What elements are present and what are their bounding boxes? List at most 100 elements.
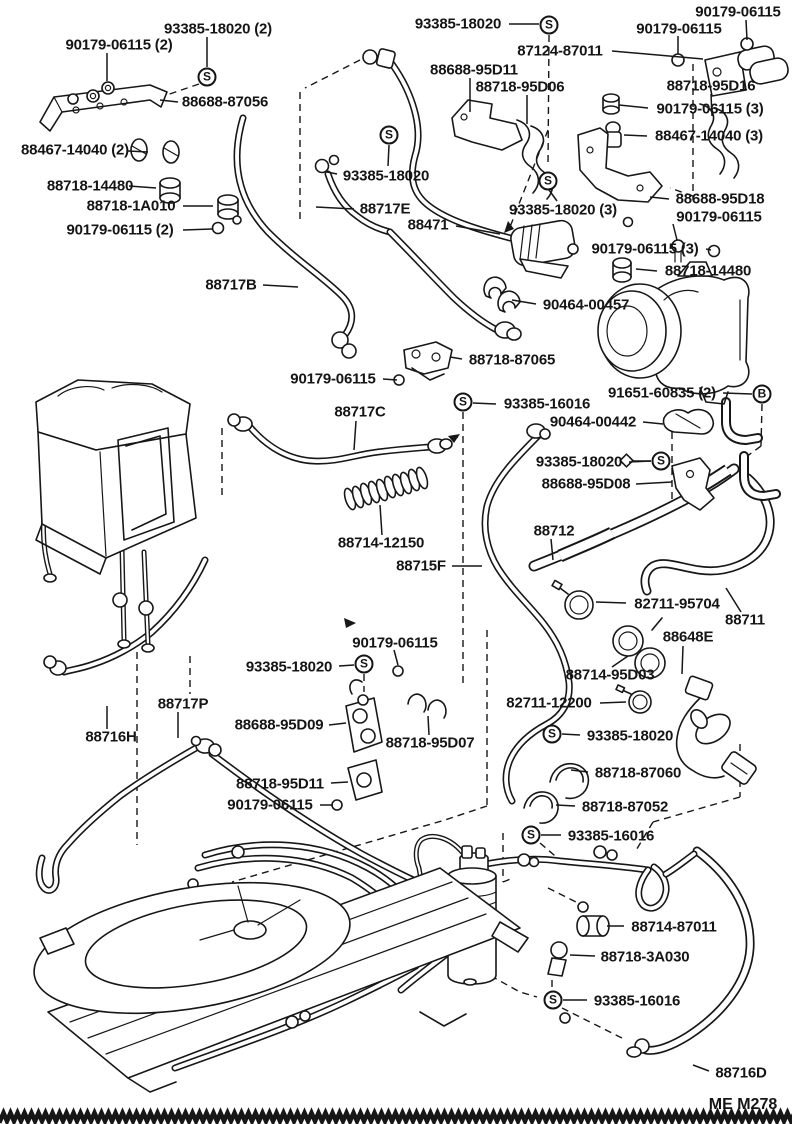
part-number-label: 88688-95D08 <box>541 475 631 493</box>
part-number-label: 88467-14040 (3) <box>655 127 763 145</box>
part-number-label: 88718-95D16 <box>666 77 756 95</box>
leader-line <box>611 50 704 60</box>
part-number-label: 90179-06115 <box>676 208 762 226</box>
pipe-88717c-fittings <box>227 413 453 454</box>
part-number-label: 93385-18020 <box>586 727 674 745</box>
leader-line <box>595 601 627 604</box>
leader-line <box>642 421 664 425</box>
part-number-label: 88714-87011 <box>631 918 717 936</box>
hose-clamp-95704 <box>551 579 594 620</box>
leader-line <box>182 228 213 231</box>
part-number-label: 90179-06115 <box>695 3 781 21</box>
part-number-label: 88718-87060 <box>594 764 682 782</box>
part-number-label: 90179-06115 <box>227 796 313 814</box>
part-number-label: 88717E <box>359 200 411 218</box>
diagram-code: ME M278 <box>708 1096 778 1113</box>
pointer-arrows <box>344 221 514 628</box>
filter-canister-88471 <box>510 219 579 279</box>
part-number-label: 88717P <box>157 695 209 713</box>
part-number-label: 90179-06115 <box>290 370 376 388</box>
part-number-label: 88718-1A010 <box>86 197 176 215</box>
part-number-label: 88718-14480 <box>46 177 134 195</box>
part-number-label: 88648E <box>662 628 714 646</box>
leader-line <box>550 538 554 561</box>
part-number-label: 91651-60835 (2) <box>608 384 716 402</box>
hose-clamp-12200 <box>615 684 652 714</box>
leader-line <box>599 701 627 704</box>
part-number-label: 90179-06115 (3) <box>656 100 764 118</box>
leader-line <box>393 649 399 666</box>
refrigerant-pipes <box>39 64 776 1068</box>
leader-line <box>338 664 355 667</box>
suction-pipe-fittings-top <box>314 48 396 359</box>
leader-line <box>635 481 673 485</box>
leader-line <box>649 196 670 200</box>
part-number-label: 88718-87065 <box>468 351 556 369</box>
pipe-ring-fitting-mid <box>494 321 551 440</box>
part-number-label: 88688-95D11 <box>430 61 518 79</box>
part-number-label: 88714-95D03 <box>565 666 655 684</box>
leader-line <box>353 420 357 451</box>
corrugated-hose-12150 <box>343 466 429 511</box>
leader-line <box>570 769 589 773</box>
part-number-label: 88718-3A030 <box>600 948 690 966</box>
leader-line <box>710 93 713 117</box>
fastener-symbol-s-badge: S <box>521 825 541 845</box>
part-number-label: 88688-95D09 <box>234 716 324 734</box>
leader-line <box>127 150 149 153</box>
leader-line <box>328 722 347 726</box>
part-number-label: 90179-06115 (2) <box>65 36 173 54</box>
leader-line <box>472 402 497 405</box>
leader-line <box>330 781 349 784</box>
fastener-symbol-b-badge: B <box>752 384 772 404</box>
bolt-diamond-washer <box>619 408 715 468</box>
part-number-label: 88716D <box>715 1064 767 1082</box>
leader-line <box>692 1064 710 1072</box>
leader-line <box>618 104 649 109</box>
condenser-and-fan <box>33 845 529 1093</box>
part-number-label: 88718-95D07 <box>385 734 475 752</box>
part-number-label: 93385-18020 <box>535 453 623 471</box>
leader-line <box>672 223 678 241</box>
leader-line <box>611 655 629 668</box>
part-number-label: 88711 <box>725 611 765 629</box>
part-number-label: 88714-12150 <box>337 534 425 552</box>
part-number-label: 88718-95D06 <box>475 78 565 96</box>
clamp-brackets-center-bottom <box>331 665 447 811</box>
part-number-label: 88715F <box>396 557 446 575</box>
leader-line <box>561 733 581 736</box>
bottom-right-fittings <box>547 901 650 1058</box>
pipe-clamp-90464-00457 <box>483 276 521 313</box>
part-number-label: 88712 <box>533 522 575 540</box>
part-number-label: 90179-06115 <box>352 634 438 652</box>
part-number-label: 90179-06115 <box>636 20 722 38</box>
part-number-label: 88717C <box>334 403 386 421</box>
pipe-clamps-and-grommets-top-left <box>130 138 242 235</box>
leader-line <box>387 144 390 167</box>
fastener-symbol-s-badge: S <box>197 67 217 87</box>
fastener-symbol-s-badge: S <box>453 392 473 412</box>
leader-line <box>555 804 576 807</box>
part-number-label: 82711-95704 <box>634 595 720 613</box>
double-pipe-clamp-95d03 <box>612 617 666 679</box>
part-number-label: 88717B <box>205 276 257 294</box>
cooler-bracket-95d11 <box>451 99 523 151</box>
leader-line <box>449 356 463 360</box>
fastener-symbol-s-badge: S <box>354 654 374 674</box>
part-number-label: 90179-06115 (3) <box>591 240 699 258</box>
part-number-label: 93385-18020 <box>342 167 430 185</box>
leader-line <box>705 248 712 251</box>
pipe-bracket-95d08 <box>671 457 715 511</box>
part-number-label: 93385-16016 <box>593 992 681 1010</box>
part-number-label: 90464-00442 <box>549 413 637 431</box>
part-number-label: 88467-14040 (2) <box>21 141 129 159</box>
fastener-symbol-s-badge: S <box>651 451 671 471</box>
part-number-label: 88718-14480 <box>664 262 752 280</box>
part-number-label: 93385-16016 <box>503 395 591 413</box>
part-number-label: 93385-18020 (3) <box>509 201 617 219</box>
compressor <box>597 261 750 405</box>
part-number-label: 88718-95D11 <box>236 775 324 793</box>
leader-line <box>681 645 684 675</box>
part-number-label: 90464-00457 <box>542 296 630 314</box>
